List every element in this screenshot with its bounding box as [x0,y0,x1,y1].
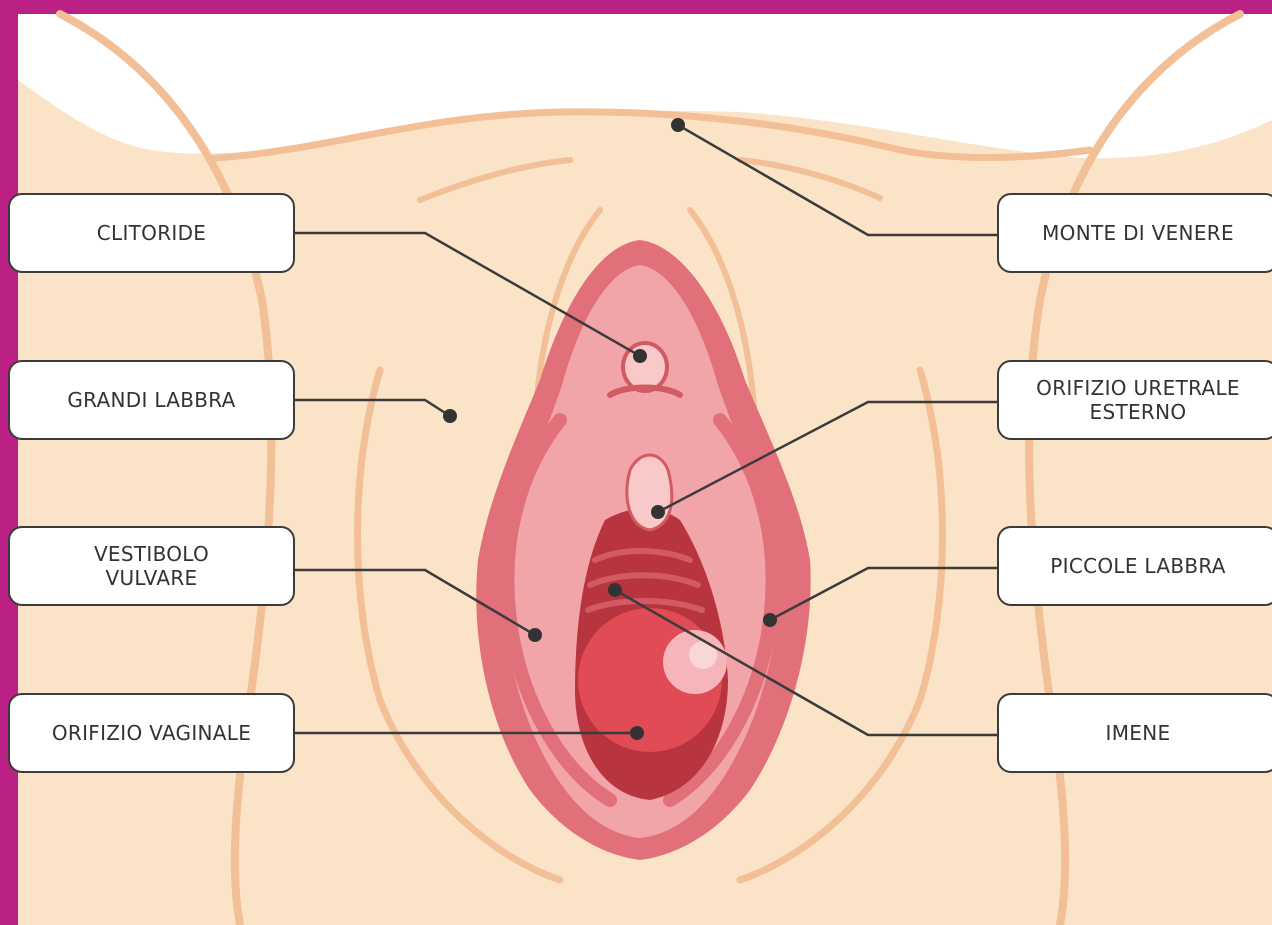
label-monte-di-venere-text: MONTE DI VENERE [1042,221,1234,245]
label-piccole-labbra: PICCOLE LABBRA [997,526,1272,606]
label-imene-text: IMENE [1106,721,1171,745]
dot-clitoride [633,349,647,363]
label-orifizio-uretrale: ORIFIZIO URETRALE ESTERNO [997,360,1272,440]
dot-piccole [763,613,777,627]
dot-imene [608,583,622,597]
label-imene: IMENE [997,693,1272,773]
label-monte-di-venere: MONTE DI VENERE [997,193,1272,273]
dot-uretrale [651,505,665,519]
label-orifizio-vaginale: ORIFIZIO VAGINALE [8,693,295,773]
dot-monte [671,118,685,132]
label-grandi-labbra: GRANDI LABBRA [8,360,295,440]
label-vestibolo-vulvare-text: VESTIBOLO VULVARE [94,542,209,590]
label-vestibolo-vulvare: VESTIBOLO VULVARE [8,526,295,606]
dot-vestibolo [528,628,542,642]
label-orifizio-uretrale-text: ORIFIZIO URETRALE ESTERNO [1036,376,1240,424]
urethral-area [627,455,672,530]
label-clitoride-text: CLITORIDE [97,221,207,245]
label-clitoride: CLITORIDE [8,193,295,273]
label-grandi-labbra-text: GRANDI LABBRA [67,388,235,412]
dot-grandi-labbra [443,409,457,423]
label-piccole-labbra-text: PICCOLE LABBRA [1050,554,1225,578]
dot-orifizio-vaginale [630,726,644,740]
label-orifizio-vaginale-text: ORIFIZIO VAGINALE [52,721,251,745]
